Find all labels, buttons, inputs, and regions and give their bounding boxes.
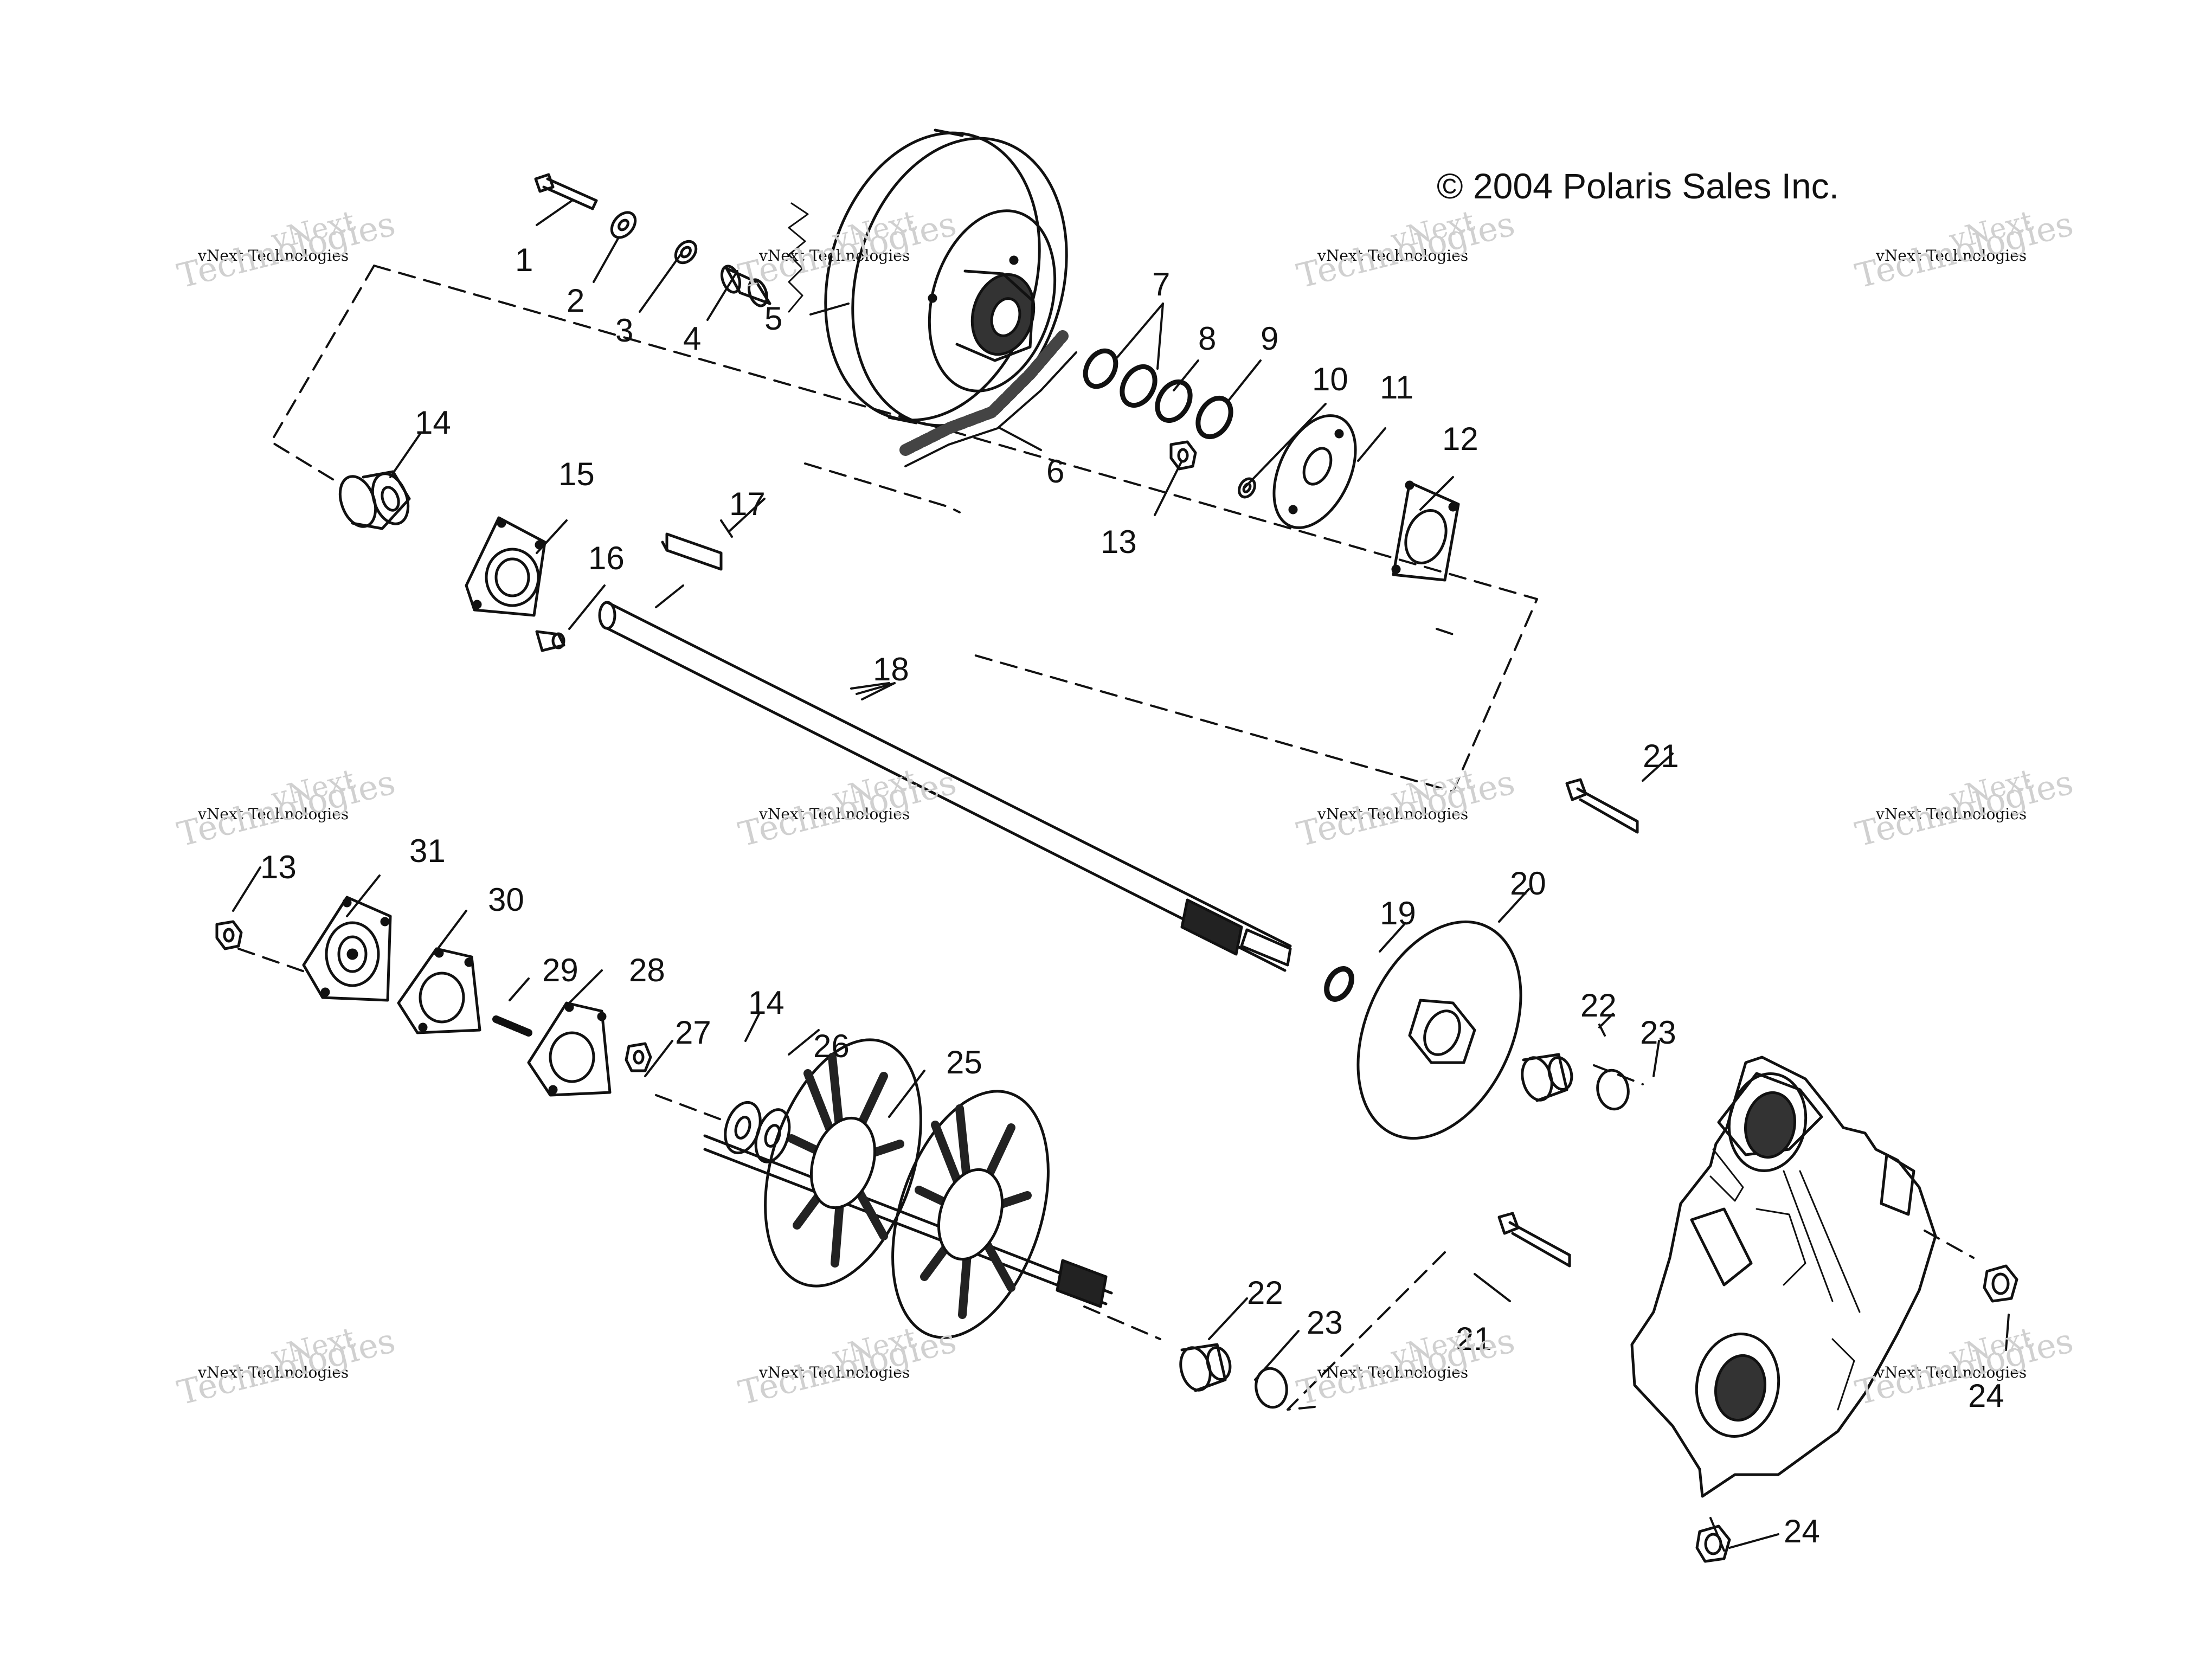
part-10-washer — [1238, 477, 1256, 499]
callout-12: 12 — [1442, 421, 1478, 457]
callout-11: 11 — [1380, 369, 1413, 406]
callout-8: 8 — [1198, 320, 1216, 357]
callout-26: 26 — [813, 1028, 850, 1064]
part-23-seal-upper — [1596, 1069, 1630, 1111]
part-12-bearing-flange — [1391, 480, 1460, 582]
callout-22-lower: 22 — [1247, 1275, 1283, 1311]
callout-9: 9 — [1261, 320, 1278, 357]
callout-28: 28 — [629, 952, 665, 988]
callout-4: 4 — [683, 320, 701, 357]
callout-3: 3 — [615, 312, 633, 349]
part-20-brake-disc — [1356, 920, 1522, 1140]
part-1-bolt — [534, 173, 598, 210]
watermark-small: vNext Technologies — [1876, 247, 2027, 265]
part-5-driven-sprocket — [788, 128, 1068, 427]
part-2-washer — [610, 211, 637, 239]
part-31-bearing-cap — [302, 896, 392, 1002]
part-17-key — [661, 532, 723, 571]
watermark-small: vNext Technologies — [1876, 1363, 2027, 1381]
callout-2: 2 — [567, 282, 584, 319]
callout-18: 18 — [873, 651, 909, 687]
part-3-washer — [674, 240, 698, 265]
part-18-drive-shaft — [598, 601, 1292, 972]
part-27-grease-fitting — [625, 1042, 652, 1072]
leader-lines — [232, 200, 2010, 1552]
part-16-bolt — [535, 630, 565, 652]
callout-1: 1 — [515, 242, 533, 278]
callout-23-lower: 23 — [1307, 1304, 1343, 1341]
part-25-drive-sprocket-assembly — [703, 1038, 1113, 1339]
callout-22-upper: 22 — [1580, 987, 1617, 1024]
callout-13-lower: 13 — [260, 849, 297, 885]
callout-16: 16 — [588, 540, 625, 576]
part-19-snap-ring — [1324, 966, 1354, 1002]
part-24-nut-bottom — [1695, 1525, 1731, 1563]
callout-29: 29 — [542, 952, 578, 988]
part-22-bearing-lower — [1179, 1343, 1232, 1392]
watermark-small: vNext Technologies — [1317, 805, 1469, 823]
part-21-bolt-upper — [1565, 778, 1639, 834]
callout-21-lower: 21 — [1456, 1321, 1492, 1357]
chaincase-housing — [1630, 1056, 1937, 1498]
part-21-bolt-lower — [1497, 1212, 1571, 1268]
copyright-notice: © 2004 Polaris Sales Inc. — [1437, 166, 1840, 206]
watermark-small: vNext Technologies — [1317, 1363, 1469, 1381]
callout-6: 6 — [1046, 453, 1064, 490]
callout-13-upper: 13 — [1101, 524, 1137, 560]
watermark-small: vNext Technologies — [759, 1363, 910, 1381]
part-9-o-ring — [1195, 395, 1233, 440]
part-4-spacer — [721, 265, 771, 307]
callout-21-upper: 21 — [1643, 738, 1679, 774]
part-11-retainer-plate — [1272, 414, 1357, 529]
callout-24-bottom: 24 — [1784, 1513, 1820, 1549]
part-8-o-ring — [1155, 379, 1193, 423]
part-23-seal-lower — [1255, 1367, 1288, 1409]
watermark-small: vNext Technologies — [759, 247, 910, 265]
callout-30: 30 — [488, 882, 524, 918]
watermark-small: vNext Technologies — [198, 1363, 349, 1381]
part-28-bearing-flange — [527, 1001, 612, 1097]
part-15-bearing-flange — [465, 516, 546, 617]
callout-14-upper: 14 — [415, 404, 451, 441]
callout-17: 17 — [729, 486, 766, 522]
callout-31: 31 — [409, 833, 446, 869]
callout-19: 19 — [1380, 895, 1416, 931]
watermark-small: vNext Technologies — [198, 805, 349, 823]
callout-7: 7 — [1152, 266, 1170, 303]
callout-15: 15 — [558, 456, 595, 492]
assembly-dash-lines — [237, 265, 1975, 1411]
part-29-spring-pin — [492, 1015, 532, 1037]
part-30-gasket — [397, 947, 481, 1034]
watermark-small: vNext Technologies — [1876, 805, 2027, 823]
part-24-nut-right — [1983, 1264, 2018, 1303]
part-13-nut-lower — [215, 920, 243, 950]
callout-25: 25 — [946, 1044, 982, 1080]
part-22-bearing-upper — [1521, 1053, 1573, 1102]
watermark-small: vNext Technologies — [759, 805, 910, 823]
part-6-chain — [899, 330, 1077, 467]
part-13-nut-upper — [1169, 440, 1197, 471]
callout-27: 27 — [675, 1014, 711, 1051]
callout-14-lower: 14 — [748, 985, 785, 1021]
callout-24-right: 24 — [1968, 1378, 2004, 1414]
watermark-small: vNext Technologies — [1317, 247, 1469, 265]
part-14-bearing-upper — [338, 470, 411, 530]
callout-20: 20 — [1510, 865, 1546, 902]
callout-23-upper: 23 — [1640, 1014, 1676, 1051]
callout-10: 10 — [1312, 361, 1348, 397]
callout-5: 5 — [764, 300, 782, 337]
part-7-o-rings — [1083, 348, 1158, 408]
part-14-bearing-lower — [724, 1101, 762, 1155]
callout-labels: 1 2 3 4 5 6 7 8 9 10 11 12 13 14 15 16 1… — [260, 242, 2004, 1549]
watermark-small: vNext Technologies — [198, 247, 349, 265]
